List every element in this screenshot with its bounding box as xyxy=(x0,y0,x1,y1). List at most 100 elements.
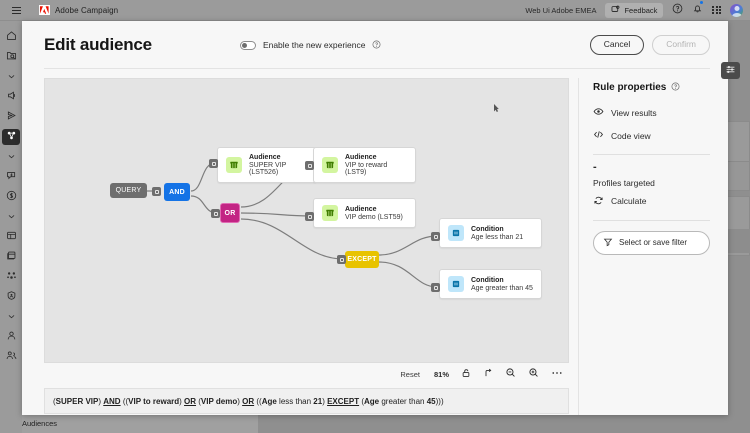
help-circle-icon[interactable] xyxy=(372,36,381,54)
help-circle-icon[interactable] xyxy=(672,1,683,19)
port-audience-3-in[interactable] xyxy=(305,212,314,221)
card-title: Age less than 21 xyxy=(471,233,524,241)
sidebar-item-identities[interactable] xyxy=(0,267,22,287)
sidebar-item-datasets[interactable] xyxy=(0,247,22,267)
new-experience-toggle[interactable] xyxy=(239,40,256,50)
card-title: VIP to reward (LST9) xyxy=(345,162,388,176)
calculate-button[interactable]: Calculate xyxy=(593,195,710,208)
home-icon xyxy=(6,28,17,46)
bg-icon-1 xyxy=(728,229,750,253)
code-view-link[interactable]: Code view xyxy=(593,129,710,142)
unlock-icon[interactable] xyxy=(461,365,471,383)
port-query-out[interactable] xyxy=(152,187,161,196)
reset-button[interactable]: Reset xyxy=(400,369,420,379)
view-results-link[interactable]: View results xyxy=(593,106,710,119)
port-audience-1-in[interactable] xyxy=(209,159,218,168)
sidebar-item-home[interactable] xyxy=(0,27,22,47)
sidebar-chevron-2[interactable] xyxy=(0,147,22,167)
segments-icon xyxy=(6,128,17,146)
help-circle-icon[interactable] xyxy=(671,78,680,96)
sliders-icon xyxy=(725,62,736,80)
node-and[interactable]: AND xyxy=(164,183,190,201)
card-condition-age-less-21[interactable]: Condition Age less than 21 xyxy=(439,218,542,248)
zoom-in-icon[interactable] xyxy=(528,365,539,383)
expression-bar: (SUPER VIP) AND ((VIP to reward) OR (VIP… xyxy=(44,388,569,414)
feedback-button[interactable]: Feedback xyxy=(605,2,664,18)
sidebar-item-offers[interactable] xyxy=(0,187,22,207)
sidebar-item-explore[interactable] xyxy=(0,47,22,67)
audience-icon xyxy=(322,205,338,221)
audience-people-icon xyxy=(6,348,17,366)
sidebar-item-audiences[interactable] xyxy=(0,127,22,147)
card-kind: Audience xyxy=(345,154,377,161)
bell-icon[interactable] xyxy=(692,0,705,19)
card-condition-age-greater-45[interactable]: Condition Age greater than 45 xyxy=(439,269,542,299)
dialog-body: QUERY AND OR Audienc xyxy=(22,69,728,415)
chevron-down-icon xyxy=(7,208,16,226)
notification-dot xyxy=(699,0,705,5)
node-or[interactable]: OR xyxy=(220,203,240,223)
audience-icon xyxy=(226,157,242,173)
port-audience-2-in[interactable] xyxy=(305,161,314,170)
cancel-button[interactable]: Cancel xyxy=(589,35,645,55)
card-audience-super-vip[interactable]: Audience SUPER VIP (LST526) xyxy=(217,147,317,183)
refresh-icon xyxy=(593,195,604,208)
card-kind: Condition xyxy=(471,276,504,284)
brand-title: Adobe Campaign xyxy=(55,5,119,15)
node-query[interactable]: QUERY xyxy=(110,183,147,198)
sidebar-item-profiles[interactable] xyxy=(0,327,22,347)
port-condition-2-in[interactable] xyxy=(431,283,440,292)
divider-2 xyxy=(593,219,710,221)
card-title: Age greater than 45 xyxy=(471,284,533,292)
code-brackets-icon xyxy=(593,129,604,142)
sidebar-item-decisioning[interactable] xyxy=(0,167,22,187)
sidebar-item-privacy[interactable] xyxy=(0,287,22,307)
properties-panel-toggle[interactable] xyxy=(721,62,740,79)
folder-search-icon xyxy=(6,48,17,66)
node-except[interactable]: EXCEPT xyxy=(345,251,379,268)
zoom-out-icon[interactable] xyxy=(505,365,516,383)
panel-header: Rule properties xyxy=(593,78,710,96)
card-audience-vip-demo[interactable]: Audience VIP demo (LST59) xyxy=(313,198,416,228)
panel-title: Rule properties xyxy=(593,81,667,93)
more-ellipsis-icon[interactable] xyxy=(551,365,563,383)
brand[interactable]: Adobe Campaign xyxy=(39,5,118,15)
sidebar-chevron-1[interactable] xyxy=(0,67,22,87)
avatar[interactable] xyxy=(730,3,743,17)
hamburger-icon[interactable] xyxy=(5,6,27,14)
card-kind: Condition xyxy=(471,225,504,233)
profiles-targeted-value: - xyxy=(593,161,597,173)
sidebar-item-audiences-bottom[interactable] xyxy=(0,347,22,367)
new-experience-toggle-group[interactable]: Enable the new experience xyxy=(239,36,382,54)
select-or-save-filter-button[interactable]: Select or save filter xyxy=(593,230,710,255)
zoom-level: 81% xyxy=(433,369,449,379)
rule-builder: QUERY AND OR Audienc xyxy=(44,78,569,415)
sidebar-chevron-4[interactable] xyxy=(0,307,22,327)
code-view-label: Code view xyxy=(611,130,651,141)
data-table-icon xyxy=(6,228,17,246)
top-bar-actions: Web Ui Adobe EMEA Feedback xyxy=(525,0,743,19)
status-bar: Audiences xyxy=(0,413,258,433)
card-kind: Audience xyxy=(345,205,377,213)
card-kind: Audience xyxy=(249,154,281,161)
port-except-in[interactable] xyxy=(337,255,346,264)
feedback-icon xyxy=(611,5,620,16)
sidebar-item-campaigns[interactable] xyxy=(0,87,22,107)
reflow-arrow-icon[interactable] xyxy=(483,365,493,383)
chevron-down-icon xyxy=(7,68,16,86)
select-or-save-filter-label: Select or save filter xyxy=(619,238,688,248)
top-bar: Adobe Campaign Web Ui Adobe EMEA Feedbac… xyxy=(0,0,750,21)
confirm-button[interactable]: Confirm xyxy=(652,35,710,55)
rule-canvas[interactable]: QUERY AND OR Audienc xyxy=(44,78,569,363)
dollar-circle-icon xyxy=(6,188,17,206)
sidebar-item-journeys[interactable] xyxy=(0,107,22,127)
app-grid-icon[interactable] xyxy=(712,5,721,15)
condition-icon xyxy=(448,225,464,241)
new-experience-label: Enable the new experience xyxy=(262,40,366,50)
sidebar-item-schemas[interactable] xyxy=(0,227,22,247)
port-or-in[interactable] xyxy=(211,209,220,218)
sidebar-chevron-3[interactable] xyxy=(0,207,22,227)
card-audience-vip-to-reward[interactable]: Audience VIP to reward (LST9) xyxy=(313,147,416,183)
port-condition-1-in[interactable] xyxy=(431,232,440,241)
